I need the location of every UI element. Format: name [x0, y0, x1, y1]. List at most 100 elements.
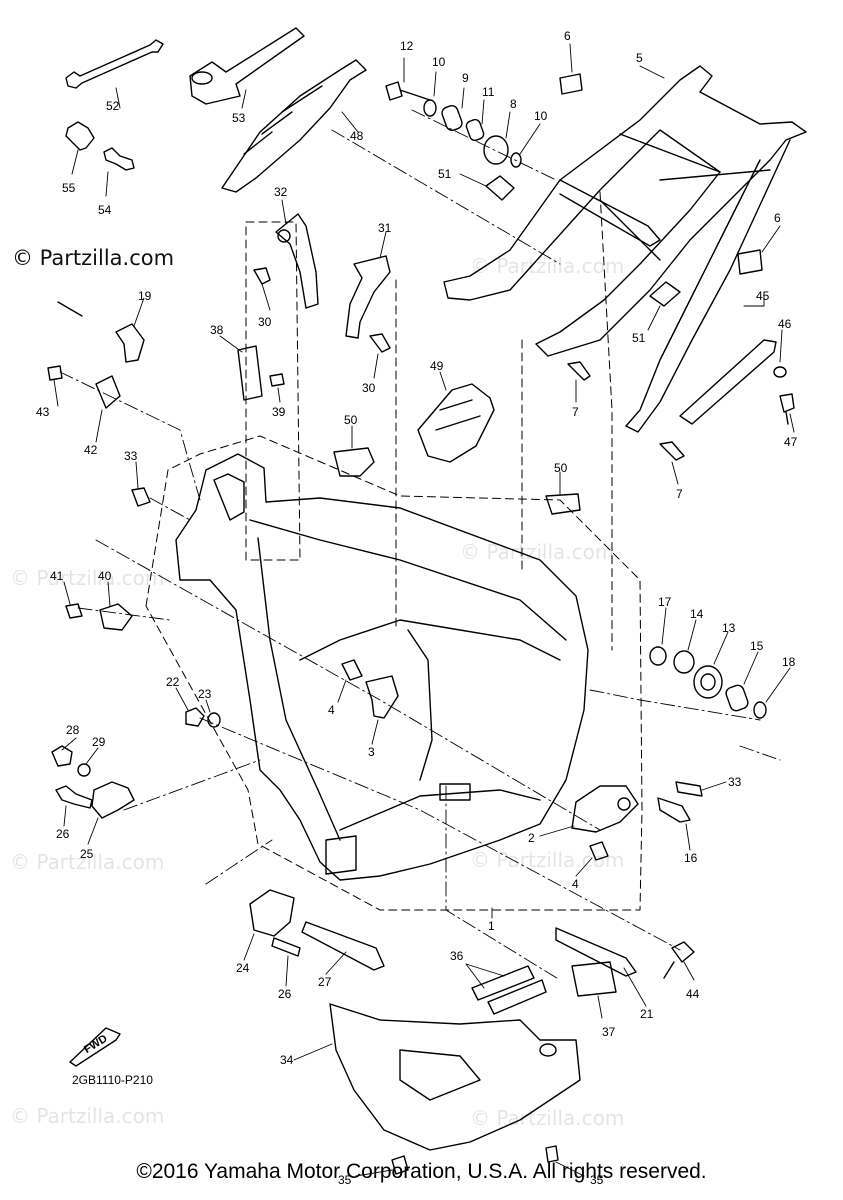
- callout-4b: 4: [572, 877, 579, 891]
- part-44-nut: [663, 941, 695, 979]
- part-25-bracket: [91, 781, 135, 819]
- part-41-bolt: [65, 603, 83, 619]
- part-7-bolt: [567, 361, 591, 381]
- callout-25: 25: [80, 847, 94, 861]
- callout-15: 15: [750, 639, 764, 653]
- callout-6b: 6: [774, 211, 781, 225]
- callout-27: 27: [318, 975, 332, 989]
- part-50-damper: [333, 447, 375, 477]
- callout-40: 40: [98, 569, 112, 583]
- callout-38: 38: [210, 323, 224, 337]
- callout-35: 35: [338, 1173, 352, 1187]
- part-55-bolt: [65, 121, 95, 151]
- part-5-subframe: [443, 65, 807, 433]
- part-14-seal: [673, 650, 695, 674]
- callout-47: 47: [784, 435, 798, 449]
- callout-49: 49: [430, 359, 444, 373]
- part-30b-bolt: [369, 333, 391, 353]
- part-12-bolt: [385, 81, 431, 101]
- part-26-bolt: [55, 785, 93, 809]
- callout-2: 2: [528, 831, 535, 845]
- part-49-cover: [417, 383, 495, 463]
- part-10b-washer: [510, 152, 522, 168]
- part-18-washer: [753, 701, 767, 719]
- part-31-bracket: [345, 255, 391, 339]
- part-34-skid-plate: [329, 1003, 581, 1151]
- callout-44: 44: [686, 987, 700, 1001]
- callout-30: 30: [258, 315, 272, 329]
- watermark: © Partzilla.com: [460, 540, 615, 564]
- callout-leaders: [53, 43, 795, 1177]
- callout-50: 50: [344, 413, 358, 427]
- part-35b-bolt: [545, 1145, 559, 1163]
- callout-54: 54: [98, 203, 112, 217]
- callout-24: 24: [236, 961, 250, 975]
- callout-34: 34: [280, 1053, 294, 1067]
- part-50b-damper: [545, 493, 581, 515]
- part-35-bolt: [391, 1155, 409, 1175]
- callout-11: 11: [482, 85, 495, 99]
- part-43-bolt: [47, 365, 63, 381]
- callout-13: 13: [722, 621, 736, 635]
- diagram-code: 2GB1110-P210: [72, 1073, 153, 1087]
- part-4b-bolt: [589, 841, 609, 861]
- watermark: © Partzilla.com: [470, 848, 625, 872]
- part-21-bolt: [555, 927, 637, 977]
- part-45-stay: [679, 339, 777, 425]
- part-54-bolt: [103, 147, 135, 171]
- callout-43: 43: [36, 405, 50, 419]
- callout-45: 45: [756, 289, 770, 303]
- callout-33b: 33: [728, 775, 742, 789]
- callout-48: 48: [350, 129, 364, 143]
- watermark-partzilla: © Partzilla.com: [12, 246, 175, 270]
- part-23-washer: [207, 712, 221, 728]
- part-1-main-frame: [175, 453, 589, 881]
- callout-31: 31: [378, 221, 392, 235]
- callout-39: 39: [272, 405, 286, 419]
- callout-10b: 10: [534, 109, 548, 123]
- part-51b-clip: [649, 281, 681, 307]
- callout-4: 4: [328, 703, 335, 717]
- callout-53: 53: [232, 111, 246, 125]
- part-19-bracket: [115, 323, 145, 363]
- part-16-bolt: [657, 797, 691, 823]
- callout-26: 26: [56, 827, 70, 841]
- callout-42: 42: [84, 443, 98, 457]
- callout-9: 9: [462, 71, 469, 85]
- dashed-outlines: [145, 191, 643, 911]
- callout-labels: 52 53 48 55 54 12 10 9 11 8 10 6 5 51 6 …: [36, 29, 798, 1187]
- watermark: © Partzilla.com: [470, 1106, 625, 1130]
- callout-51: 51: [438, 167, 452, 181]
- callout-19: 19: [138, 289, 152, 303]
- part-8-bushing: [483, 135, 509, 165]
- callout-33: 33: [124, 449, 138, 463]
- part-28-nut: [51, 745, 73, 767]
- callout-8: 8: [510, 97, 517, 111]
- part-11-collar: [465, 118, 485, 142]
- part-33-bolt: [131, 487, 151, 507]
- callout-50b: 50: [554, 461, 568, 475]
- part-47-bolt: [779, 393, 795, 425]
- part-2-engine-mount: [571, 785, 639, 833]
- part-27-bolt: [301, 921, 385, 971]
- watermark: © Partzilla.com: [10, 850, 165, 874]
- part-15-collar: [725, 684, 749, 712]
- part-26b-bolt: [271, 937, 301, 957]
- part-9-collar: [441, 104, 463, 132]
- part-51-clip: [485, 175, 515, 201]
- part-53-tool: [189, 27, 305, 105]
- part-46-nut: [773, 366, 787, 378]
- callout-41: 41: [50, 569, 64, 583]
- callout-29: 29: [92, 735, 106, 749]
- callout-16: 16: [684, 851, 698, 865]
- part-6b-label: [737, 249, 763, 275]
- callout-1: 1: [488, 919, 495, 933]
- part-52-wrench: [65, 39, 164, 89]
- part-32-bracket: [275, 213, 319, 309]
- part-30-bolt: [253, 267, 271, 285]
- part-7b-bolt: [659, 441, 685, 461]
- part-37-damper: [571, 961, 617, 997]
- part-42-bracket: [95, 375, 121, 409]
- callout-21: 21: [640, 1007, 654, 1021]
